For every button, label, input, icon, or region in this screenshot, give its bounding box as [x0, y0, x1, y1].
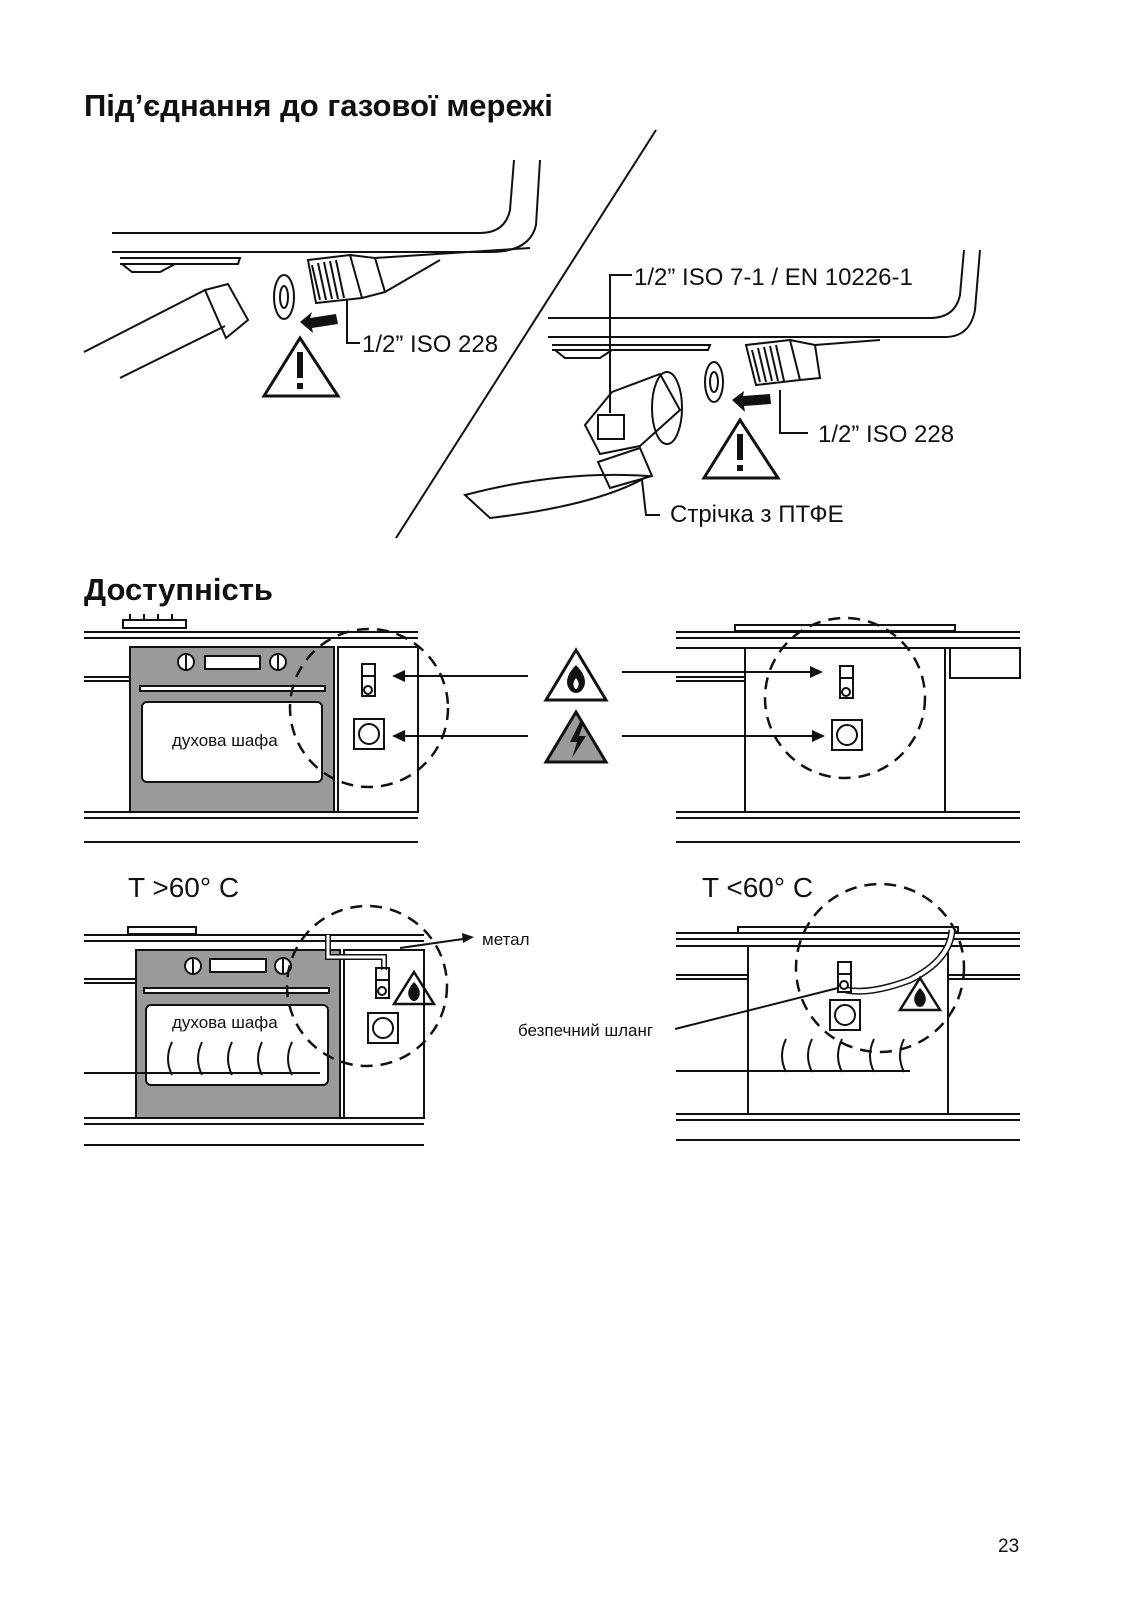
fire-warning-icon: [543, 647, 609, 702]
temperature-low-label: T <60° C: [702, 872, 814, 903]
label-safe-hose: безпечний шланг: [518, 1021, 654, 1040]
temperature-high-label: T >60° C: [128, 872, 240, 903]
label-ptfe-tape: Стрічка з ПТФЕ: [670, 501, 844, 528]
oven-label-top: духова шафа: [172, 731, 278, 750]
label-iso228-left: 1/2” ISO 228: [362, 331, 499, 358]
label-iso7-en10226: 1/2” ISO 7-1 / EN 10226-1: [634, 264, 913, 291]
section-title-gas-connection: Під’єднання до газової мережі: [84, 88, 553, 123]
label-iso228-right: 1/2” ISO 228: [818, 421, 955, 448]
oven-label-bottom: духова шафа: [172, 1013, 278, 1032]
label-metal: метал: [482, 930, 530, 949]
page-number: 23: [998, 1536, 1020, 1557]
section-title-accessibility: Доступність: [84, 572, 273, 607]
